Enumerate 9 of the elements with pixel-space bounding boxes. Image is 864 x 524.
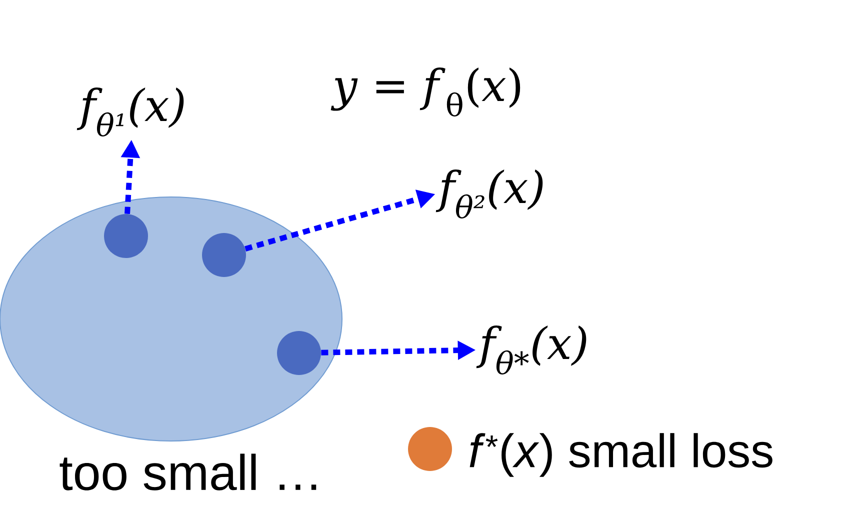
formula-label: y = f$_{θ}$(x) — [330, 68, 520, 116]
function-label: f$_{θ¹}$(x) — [76, 88, 184, 136]
legend-text: f$^{*}$(x) small loss — [470, 433, 772, 477]
point-dot — [277, 331, 321, 375]
point-dot — [202, 233, 246, 277]
function-label: f$_{θ*}$(x) — [476, 326, 586, 374]
function-label: f$_{θ²}$(x) — [436, 170, 543, 218]
point-dot — [104, 214, 148, 258]
region-label: too small … — [60, 454, 316, 490]
